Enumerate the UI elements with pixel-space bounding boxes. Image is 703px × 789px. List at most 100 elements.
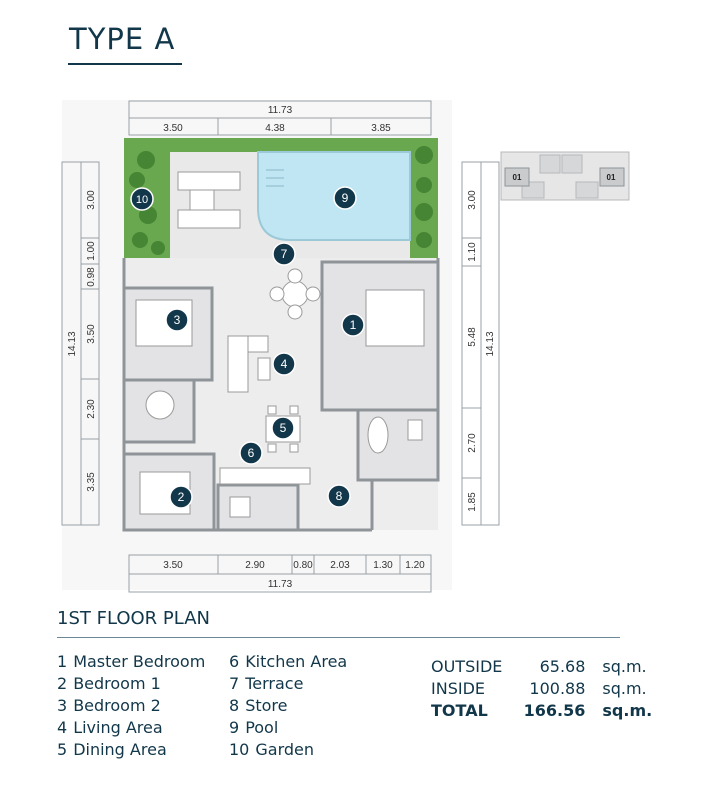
legend-number: 4 bbox=[57, 718, 68, 737]
marker-8: 8 bbox=[327, 484, 351, 508]
dim-top-total: 11.73 bbox=[268, 105, 293, 116]
area-value: 65.68 bbox=[539, 657, 586, 676]
dim-bottom-seg-3: 0.80 bbox=[293, 560, 313, 571]
dim-top-seg-2: 4.38 bbox=[265, 123, 285, 134]
dim-bottom-seg-6: 1.20 bbox=[405, 560, 425, 571]
area-unit: sq.m. bbox=[602, 701, 653, 720]
dim-left-seg-3: 0.98 bbox=[86, 267, 97, 287]
marker-7: 7 bbox=[272, 242, 296, 266]
title-underline bbox=[68, 63, 182, 65]
garden-trees bbox=[129, 146, 433, 255]
marker-1-label: 1 bbox=[350, 318, 357, 332]
legend-item: 3 Bedroom 2 bbox=[57, 695, 205, 717]
legend-label: Master Bedroom bbox=[73, 652, 206, 671]
dim-bottom-seg-4: 2.03 bbox=[330, 560, 350, 571]
legend-number: 7 bbox=[229, 674, 240, 693]
legend-label: Bedroom 1 bbox=[73, 674, 161, 693]
legend-number: 5 bbox=[57, 740, 68, 759]
marker-9: 9 bbox=[333, 186, 357, 210]
page-title: TYPE A bbox=[69, 22, 176, 56]
marker-2: 2 bbox=[169, 485, 193, 509]
key-plan: 01 01 bbox=[500, 151, 630, 201]
area-label: INSIDE bbox=[431, 679, 485, 698]
dim-left-seg-2: 1.00 bbox=[86, 241, 97, 261]
legend-item: 4 Living Area bbox=[57, 717, 205, 739]
area-unit: sq.m. bbox=[602, 679, 647, 698]
legend-label: Garden bbox=[255, 740, 314, 759]
legend-number: 1 bbox=[57, 652, 68, 671]
legend-number: 3 bbox=[57, 696, 68, 715]
area-row-outside: OUTSIDE 65.68 sq.m. bbox=[431, 656, 652, 678]
marker-5-label: 5 bbox=[280, 421, 287, 435]
legend-number: 2 bbox=[57, 674, 68, 693]
dim-bottom-total: 11.73 bbox=[268, 579, 293, 590]
legend-label: Store bbox=[245, 696, 288, 715]
outer-walls bbox=[122, 258, 440, 532]
marker-6-label: 6 bbox=[248, 446, 255, 460]
marker-4: 4 bbox=[272, 352, 296, 376]
floor-plan-title: 1ST FLOOR PLAN bbox=[57, 608, 210, 629]
key-plan-unit-right bbox=[599, 167, 625, 187]
dim-left-seg-6: 3.35 bbox=[86, 472, 97, 492]
dim-right-seg-4: 2.70 bbox=[467, 433, 478, 453]
legend-label: Pool bbox=[245, 718, 279, 737]
dim-bottom-seg-2: 2.90 bbox=[245, 560, 265, 571]
dim-top-seg-3: 3.85 bbox=[371, 123, 391, 134]
living-furniture bbox=[227, 335, 271, 393]
legend-label: Kitchen Area bbox=[245, 652, 348, 671]
key-plan-label-right: 01 bbox=[607, 173, 616, 182]
dim-bottom-seg-1: 3.50 bbox=[163, 560, 183, 571]
area-label: OUTSIDE bbox=[431, 657, 503, 676]
legend-item: 6 Kitchen Area bbox=[229, 651, 347, 673]
dim-left-total: 14.13 bbox=[67, 331, 78, 356]
legend-number: 6 bbox=[229, 652, 240, 671]
key-plan-unit-left bbox=[504, 167, 530, 187]
legend-label: Bedroom 2 bbox=[73, 696, 161, 715]
bathroom-fixtures bbox=[145, 390, 423, 518]
legend-item: 10 Garden bbox=[229, 739, 347, 761]
marker-3-label: 3 bbox=[174, 313, 181, 327]
marker-5: 5 bbox=[271, 416, 295, 440]
legend-label: Living Area bbox=[73, 718, 163, 737]
legend-item: 8 Store bbox=[229, 695, 347, 717]
legend-label: Terrace bbox=[245, 674, 304, 693]
area-row-inside: INSIDE 100.88 sq.m. bbox=[431, 678, 652, 700]
dim-right-seg-5: 1.85 bbox=[467, 492, 478, 512]
legend-number: 8 bbox=[229, 696, 240, 715]
dim-bottom-seg-5: 1.30 bbox=[373, 560, 393, 571]
marker-3: 3 bbox=[165, 308, 189, 332]
dim-left-seg-1: 3.00 bbox=[86, 190, 97, 210]
dim-right-seg-2: 1.10 bbox=[467, 242, 478, 262]
dim-right-seg-1: 3.00 bbox=[467, 190, 478, 210]
key-plan-label-left: 01 bbox=[513, 173, 522, 182]
area-row-total: TOTAL 166.56 sq.m. bbox=[431, 700, 652, 722]
area-label: TOTAL bbox=[431, 701, 488, 720]
marker-7-label: 7 bbox=[281, 247, 288, 261]
area-unit: sq.m. bbox=[602, 657, 647, 676]
marker-2-label: 2 bbox=[178, 490, 185, 504]
marker-9-label: 9 bbox=[342, 191, 349, 205]
dim-top-seg-1: 3.50 bbox=[163, 123, 183, 134]
dim-left-seg-4: 3.50 bbox=[86, 324, 97, 344]
dim-right-seg-3: 5.48 bbox=[467, 327, 478, 347]
legend-number: 10 bbox=[229, 740, 250, 759]
area-value: 166.56 bbox=[523, 701, 586, 720]
section-divider bbox=[57, 637, 620, 638]
kitchen-counter bbox=[219, 467, 311, 485]
area-value: 100.88 bbox=[529, 679, 586, 698]
marker-1: 1 bbox=[341, 313, 365, 337]
pool-steps bbox=[266, 169, 284, 187]
marker-4-label: 4 bbox=[281, 357, 288, 371]
dimension-lines bbox=[61, 100, 500, 593]
marker-8-label: 8 bbox=[336, 489, 343, 503]
area-summary: OUTSIDE 65.68 sq.m. INSIDE 100.88 sq.m. … bbox=[431, 656, 652, 722]
dimension-labels: 11.73 3.50 4.38 3.85 3.50 2.90 0.80 2.03… bbox=[67, 105, 496, 590]
marker-10-label: 10 bbox=[136, 194, 148, 206]
room-markers: 1 2 3 4 5 6 7 8 9 10 bbox=[130, 186, 365, 509]
legend-item: 2 Bedroom 1 bbox=[57, 673, 205, 695]
marker-10: 10 bbox=[130, 187, 154, 211]
legend-item: 7 Terrace bbox=[229, 673, 347, 695]
